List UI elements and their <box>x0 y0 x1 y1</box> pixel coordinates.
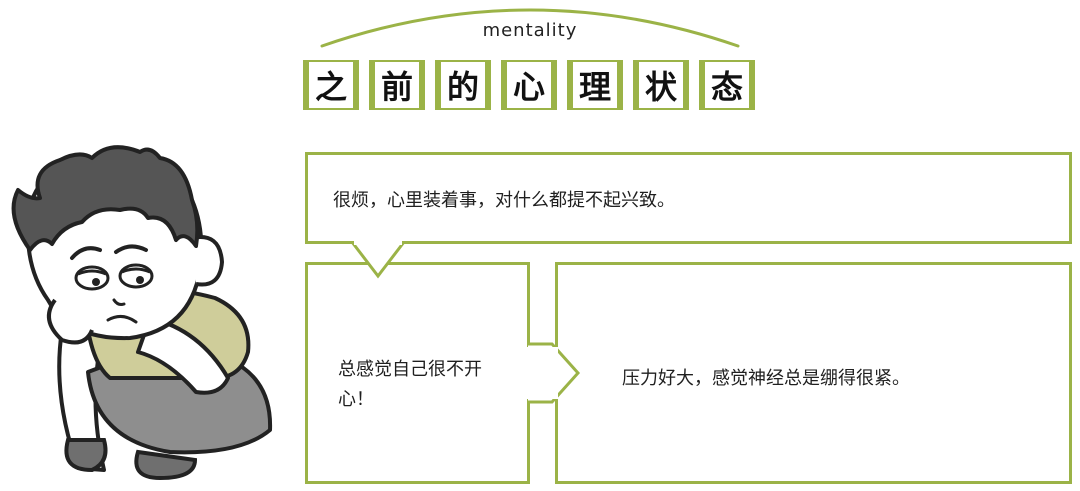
sad-boy-illustration <box>11 145 273 481</box>
page-title: 之 前 的 心 理 状 态 <box>303 60 755 112</box>
title-char: 状 <box>633 60 689 110</box>
text-box-left <box>305 262 530 484</box>
title-char: 态 <box>699 60 755 110</box>
title-char: 之 <box>303 60 359 110</box>
right-box-text: 压力好大，感觉神经总是绷得很紧。 <box>622 368 910 389</box>
subtitle: mentality <box>482 20 578 41</box>
left-box-text: 总感觉自己很不开心！ <box>338 359 482 410</box>
title-char: 心 <box>501 60 557 110</box>
title-char: 的 <box>435 60 491 110</box>
title-char: 理 <box>567 60 623 110</box>
text-box-right <box>555 262 1072 484</box>
title-char: 前 <box>369 60 425 110</box>
header-arc <box>320 8 740 48</box>
text-box-top <box>305 152 1072 244</box>
top-box-text: 很烦，心里装着事，对什么都提不起兴致。 <box>333 190 675 211</box>
